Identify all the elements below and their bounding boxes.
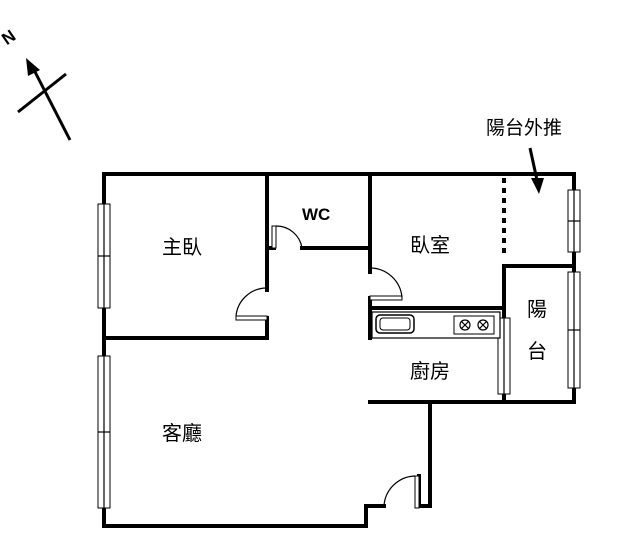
window-icon (497, 317, 511, 395)
room-label-living-room: 客廳 (162, 421, 202, 445)
compass-label: N (0, 26, 19, 49)
window-icon (567, 271, 581, 389)
room-label-bedroom: 臥室 (410, 233, 450, 257)
compass-arrow-icon (17, 58, 72, 141)
stove-burner-icon (453, 315, 495, 335)
door-swing-icon (369, 267, 403, 301)
door-swing-icon (383, 475, 420, 509)
balcony-extension-note: 陽台外推 (486, 117, 562, 139)
kitchen-counter (371, 311, 501, 339)
room-label-wc: WC (302, 205, 330, 224)
window-icon (97, 203, 111, 309)
room-label-master-bedroom: 主臥 (162, 235, 202, 259)
room-label-balcony-2: 台 (527, 339, 547, 363)
window-icon (97, 355, 111, 509)
room-label-balcony-1: 陽 (527, 297, 547, 321)
door-swing-icon (271, 225, 303, 249)
annotation-arrow-icon (528, 147, 544, 194)
compass: N (0, 26, 72, 141)
window-icon (567, 189, 581, 253)
room-label-kitchen: 廚房 (410, 359, 450, 383)
sink-icon (375, 314, 415, 334)
door-swing-icon (235, 287, 268, 321)
